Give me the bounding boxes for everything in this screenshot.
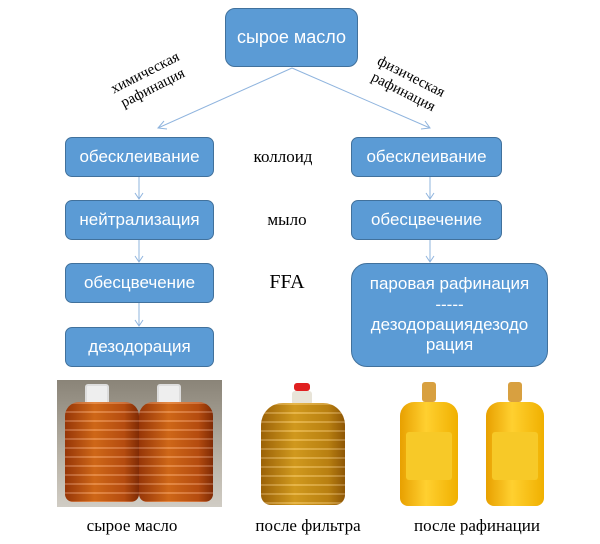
byproduct-soap: мыло (267, 210, 307, 229)
chemical-step-neutralization: нейтрализация (65, 200, 214, 240)
bottle-refined (486, 402, 544, 506)
byproduct-ffa: FFA (269, 271, 305, 293)
chemical-step-deodorization: дезодорация (65, 327, 214, 367)
crude-oil-photo (57, 380, 222, 507)
box-line: ----- (435, 294, 464, 314)
physical-step-steam-refining: паровая рафинация ----- дезодорациядезод… (351, 263, 548, 367)
bottle-crude (65, 402, 139, 502)
chemical-step-degumming: обесклеивание (65, 137, 214, 177)
crude-oil-box: сырое масло (225, 8, 358, 67)
arrow-chemical (157, 67, 293, 129)
bottle-cap (294, 383, 310, 391)
physical-step-bleaching: обесцвечение (351, 200, 502, 240)
bottle-cap (508, 382, 522, 402)
bottle-neck (292, 391, 312, 405)
physical-step-degumming: обесклеивание (351, 137, 502, 177)
box-line: рация (425, 335, 474, 355)
caption-crude-oil: сырое масло (86, 516, 178, 535)
box-line: паровая рафинация (369, 274, 530, 294)
box-line: дезодорациядезодо (370, 315, 529, 334)
refined-oil-photo (398, 380, 554, 508)
caption-after-refining: после рафинации (414, 516, 540, 535)
arrow-physical (291, 67, 431, 129)
chemical-step-bleaching: обесцвечение (65, 263, 214, 303)
byproduct-colloid: коллоид (253, 147, 313, 166)
caption-after-filter: после фильтра (255, 516, 361, 535)
bottle-crude (139, 402, 213, 502)
filtered-oil-photo (258, 383, 348, 507)
bottle-cap (422, 382, 436, 402)
bottle-refined (400, 402, 458, 506)
bottle-filtered (261, 403, 345, 505)
